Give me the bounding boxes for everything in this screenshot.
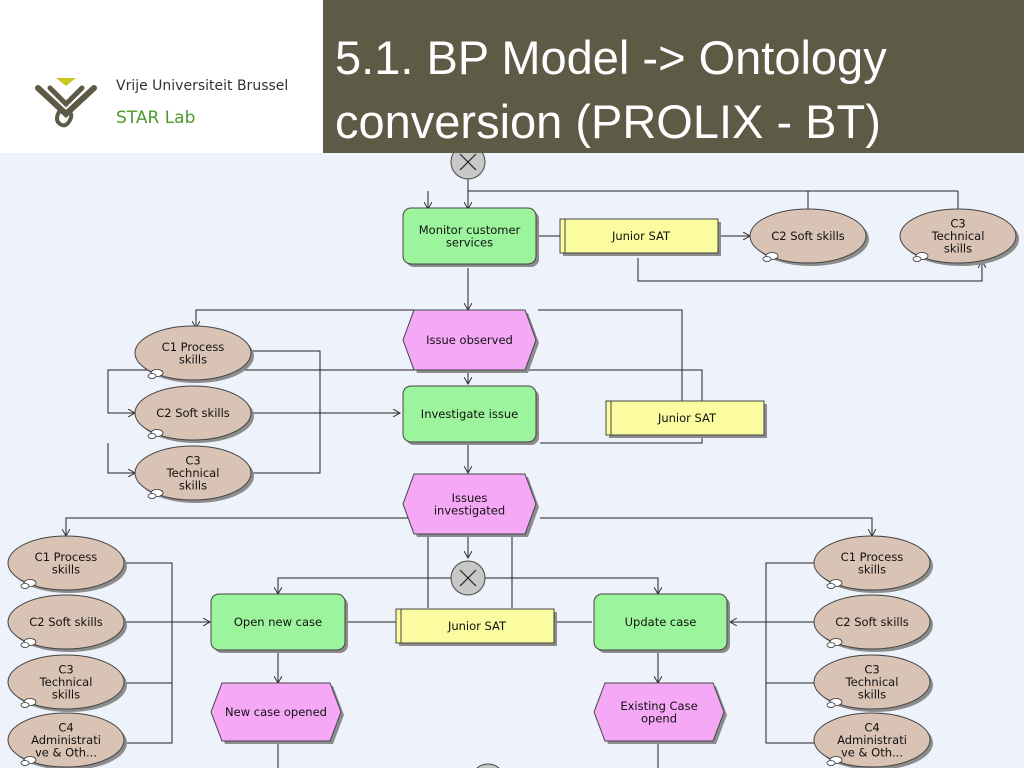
org-name: Vrije Universiteit Brussel: [116, 78, 289, 94]
competence-left-c4-label-line-3: ve & Oth...: [35, 746, 97, 760]
event-issues-investigated-label-line-1: Issues: [452, 491, 488, 505]
competence-symbol-icon: [147, 369, 164, 379]
xor-connector-top[interactable]: [450, 153, 486, 180]
header-logo-panel: Vrije Universiteit Brussel STAR Lab: [0, 0, 323, 153]
competence-mid-c3-label-line-1: C3: [185, 454, 200, 468]
competence-top-c2-label-line-1: C2 Soft skills: [771, 229, 845, 243]
function-update-case[interactable]: Update case: [593, 593, 730, 653]
function-open-case[interactable]: Open new case: [210, 593, 348, 653]
competence-right-c3-label-line-3: skills: [858, 688, 886, 702]
competence-right-c2[interactable]: C2 Soft skills: [813, 594, 933, 652]
competence-symbol-icon: [826, 638, 843, 648]
competence-right-c3-label-line-1: C3: [864, 663, 879, 677]
competence-symbol-icon: [762, 252, 779, 262]
event-new-case-opened[interactable]: New case opened: [210, 682, 344, 744]
competence-symbol-icon: [147, 429, 164, 439]
role-bottom-label: Junior SAT: [447, 619, 507, 633]
event-existing-case-label-line-1: Existing Case: [620, 699, 697, 713]
competence-left-c4-label-line-1: C4: [58, 721, 73, 735]
role-top-junior-sat[interactable]: Junior SAT: [559, 218, 721, 256]
competence-symbol-icon: [826, 579, 843, 589]
competence-right-c4-label-line-3: ve & Oth...: [841, 746, 903, 760]
event-issue-observed-label-line-1: Issue observed: [426, 333, 513, 347]
competence-top-c2[interactable]: C2 Soft skills: [749, 208, 869, 266]
competence-left-c1-label-line-2: skills: [52, 562, 80, 576]
competence-mid-c1-label-line-2: skills: [179, 352, 207, 366]
competence-right-c4-label-line-1: C4: [864, 721, 879, 735]
function-monitor-label-line-2: services: [446, 235, 493, 249]
competence-top-c3-label-line-2: Technical: [931, 229, 985, 243]
xor-connector-bottom[interactable]: [471, 763, 505, 768]
competence-symbol-icon: [912, 252, 929, 262]
event-new-case-opened-label-line-1: New case opened: [225, 705, 327, 719]
competence-mid-c2-label-line-1: C2 Soft skills: [156, 406, 230, 420]
title-panel: 5.1. BP Model -> Ontology conversion (PR…: [323, 0, 1024, 153]
competence-right-c2-label-line-1: C2 Soft skills: [835, 615, 909, 629]
competence-symbol-icon: [20, 579, 37, 589]
competence-left-c3-label-line-2: Technical: [39, 675, 93, 689]
competence-right-c4-label-line-2: Administrati: [837, 733, 907, 747]
competence-right-c3-label-line-2: Technical: [845, 675, 899, 689]
page-title-line-1: 5.1. BP Model -> Ontology: [335, 31, 887, 84]
page-title-line-2: conversion (PROLIX - BT): [335, 95, 881, 148]
vub-logo-icon: [35, 78, 97, 128]
competence-symbol-icon: [826, 756, 843, 766]
competence-left-c2-label-line-1: C2 Soft skills: [29, 615, 103, 629]
competence-left-c4-label-line-2: Administrati: [31, 733, 101, 747]
lab-name: STAR Lab: [116, 108, 196, 128]
event-issue-observed[interactable]: Issue observed: [402, 309, 539, 373]
competence-symbol-icon: [20, 756, 37, 766]
role-mid-junior-sat[interactable]: Junior SAT: [605, 400, 767, 438]
competence-top-c3-label-line-1: C3: [950, 217, 965, 231]
xor-connector-middle[interactable]: [450, 560, 486, 596]
competence-symbol-icon: [826, 698, 843, 708]
competence-mid-c3-label-line-2: Technical: [166, 466, 220, 480]
competence-symbol-icon: [20, 638, 37, 648]
competence-top-c3-label-line-3: skills: [944, 242, 972, 256]
competence-left-c3-label-line-1: C3: [58, 663, 73, 677]
competence-symbol-icon: [20, 698, 37, 708]
competence-left-c2[interactable]: C2 Soft skills: [7, 594, 127, 652]
competence-mid-c1-label-line-1: C1 Process: [162, 340, 225, 354]
event-issues-investigated-label-line-2: investigated: [434, 503, 505, 517]
competence-mid-c2[interactable]: C2 Soft skills: [134, 385, 254, 443]
role-top-label: Junior SAT: [611, 229, 671, 243]
function-update-case-label-line-1: Update case: [625, 615, 697, 629]
competence-right-c1-label-line-2: skills: [858, 562, 886, 576]
function-open-case-label-line-1: Open new case: [234, 615, 322, 629]
competence-mid-c3-label-line-3: skills: [179, 479, 207, 493]
event-existing-case-label-line-2: opend: [641, 711, 677, 725]
competence-symbol-icon: [147, 489, 164, 499]
function-investigate-label-line-1: Investigate issue: [421, 407, 518, 421]
role-mid-label: Junior SAT: [657, 411, 717, 425]
function-investigate[interactable]: Investigate issue: [402, 385, 539, 445]
competence-left-c1-label-line-1: C1 Process: [35, 550, 98, 564]
competence-left-c3-label-line-3: skills: [52, 688, 80, 702]
competence-right-c1-label-line-1: C1 Process: [841, 550, 904, 564]
role-bottom-junior-sat[interactable]: Junior SAT: [395, 608, 557, 646]
function-monitor-label-line-1: Monitor customer: [419, 223, 521, 237]
